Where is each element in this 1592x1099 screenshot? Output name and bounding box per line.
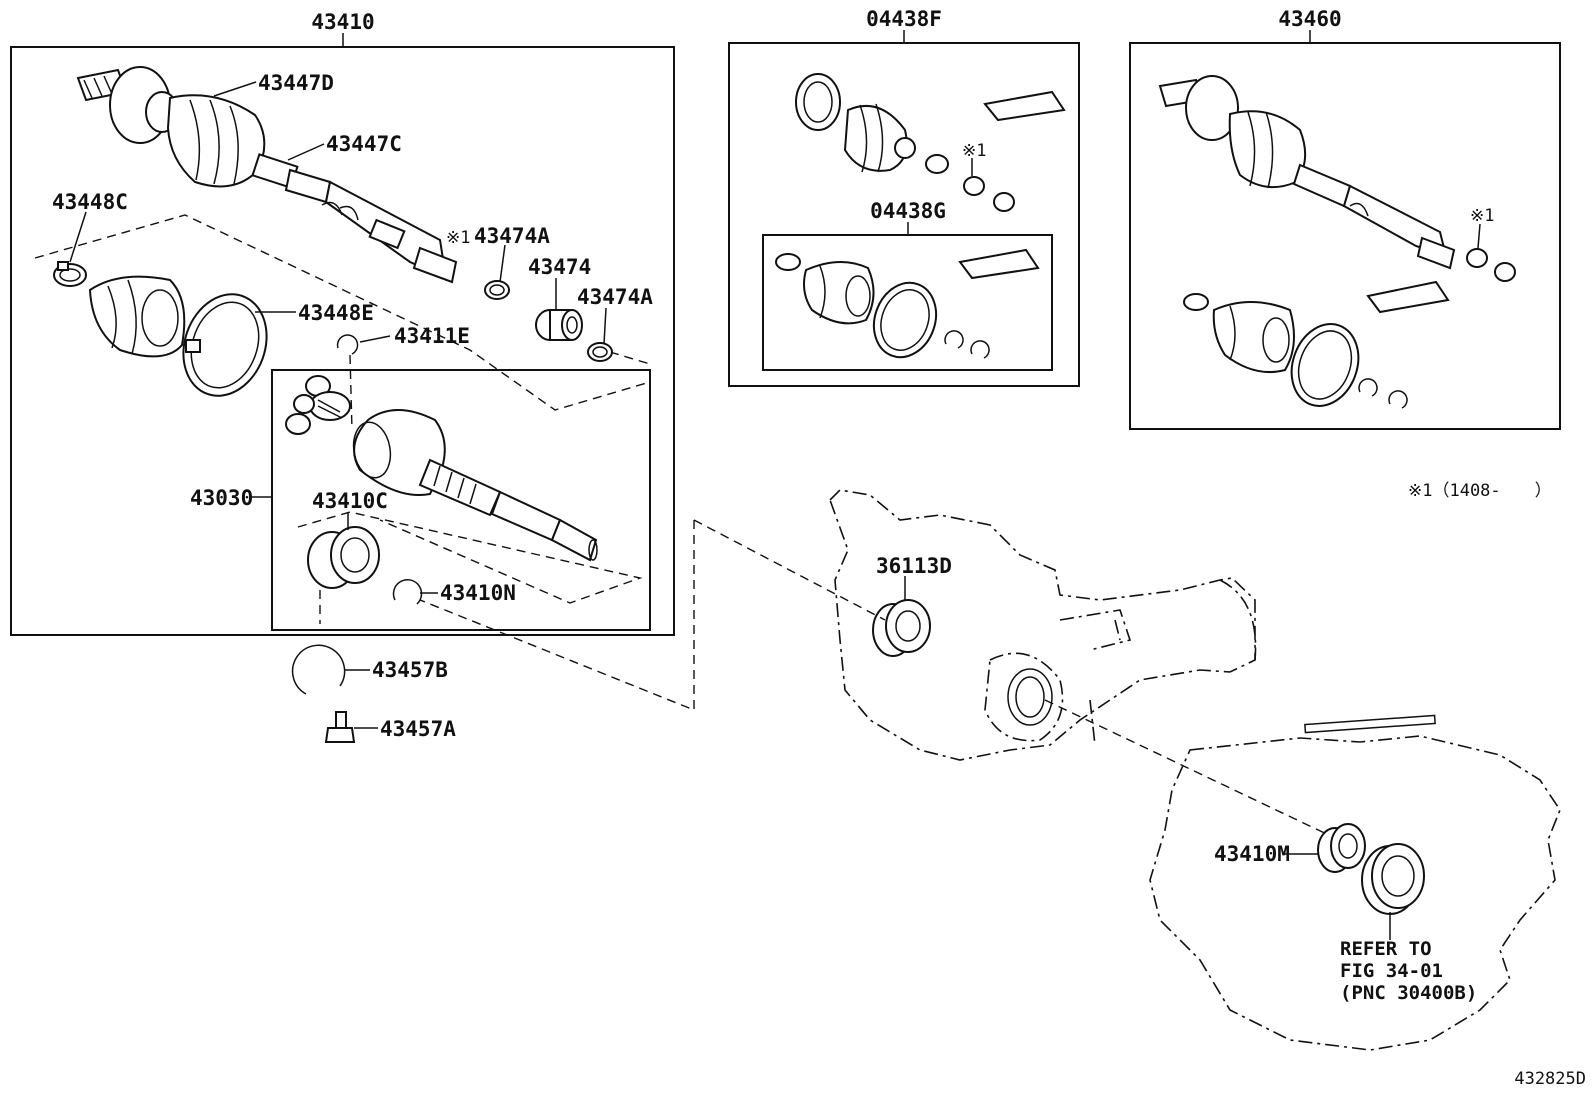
ring-43474A-lower <box>587 342 613 362</box>
guide-bearing-to-case <box>419 520 695 712</box>
inner-boot <box>88 275 186 358</box>
explode-guide-lower <box>297 511 643 604</box>
part-label-43448C[interactable]: 43448C <box>52 190 128 214</box>
clamp-43448C <box>53 261 87 287</box>
band-43448E <box>182 293 268 397</box>
kit-ring-mark1 <box>963 176 985 196</box>
diagram-id: 432825D <box>1514 1069 1586 1089</box>
refer-text-line3: (PNC 30400B) <box>1340 982 1477 1004</box>
part-label-36113D[interactable]: 36113D <box>876 554 952 578</box>
boot-kit-04438F-group: 04438F 04438G <box>728 7 1080 387</box>
guide-to-seal <box>693 519 886 621</box>
mark-1-kit: ※1 <box>962 141 986 161</box>
outer-axle-shaft <box>76 66 458 284</box>
damper-43474 <box>535 309 583 341</box>
mark-1-43460: ※1 <box>1470 206 1494 226</box>
part-label-43030[interactable]: 43030 <box>190 486 253 510</box>
explode-guide-upper <box>34 214 651 411</box>
inboard-joint-43030 <box>352 409 598 562</box>
part-label-43411E[interactable]: 43411E <box>394 324 470 348</box>
snap-ring-43410N <box>392 578 423 605</box>
part-label-04438G[interactable]: 04438G <box>870 199 946 223</box>
kit-outer-boot <box>843 105 908 172</box>
part-label-43447D[interactable]: 43447D <box>258 71 334 95</box>
part-label-43447C[interactable]: 43447C <box>326 132 402 156</box>
inner-spline-end <box>412 246 458 284</box>
case-seal-ring <box>1361 843 1425 915</box>
assy-43460-group: 43460 <box>1129 7 1561 430</box>
differential-case <box>829 489 1257 761</box>
kit-outer-band <box>795 73 841 131</box>
part-label-43474A-top[interactable]: 43474A <box>474 224 550 248</box>
bolt-43457A <box>324 711 356 743</box>
transmission-case <box>1149 714 1561 1051</box>
part-label-43457B[interactable]: 43457B <box>372 658 448 682</box>
footnote-mark-1: ※1（1408- ） <box>1408 481 1552 501</box>
snap-ring-43411E <box>336 334 359 355</box>
kit-grease-pack <box>983 90 1066 122</box>
bearing-43410M <box>1317 823 1366 873</box>
part-label-43448E[interactable]: 43448E <box>298 301 374 325</box>
guide-to-43410M <box>1044 699 1336 839</box>
part-label-43410C[interactable]: 43410C <box>312 489 388 513</box>
tripod-joint <box>285 375 351 435</box>
part-label-43410N[interactable]: 43410N <box>440 581 516 605</box>
kit-inner-band <box>872 281 938 359</box>
clip-43457B <box>291 644 346 695</box>
ring-43474A-upper <box>484 280 510 300</box>
assy-43410-group: 43410 <box>10 10 675 636</box>
part-label-43457A[interactable]: 43457A <box>380 717 456 741</box>
part-label-43410[interactable]: 43410 <box>311 10 374 34</box>
part-label-43410M[interactable]: 43410M <box>1214 842 1290 866</box>
inboard-joint-frame <box>271 369 651 631</box>
refer-text-line2: FIG 34-01 <box>1340 960 1443 982</box>
mark-1-43474A: ※1 <box>446 228 470 248</box>
seal-36113D <box>872 599 931 657</box>
part-label-43460[interactable]: 43460 <box>1278 7 1341 31</box>
bearing-43410C <box>307 526 380 589</box>
part-label-43474A-side[interactable]: 43474A <box>577 285 653 309</box>
part-label-43474[interactable]: 43474 <box>528 255 591 279</box>
assy-43460-frame <box>1129 42 1561 430</box>
part-label-04438F[interactable]: 04438F <box>866 7 942 31</box>
kit-inner-boot <box>803 260 875 325</box>
refer-text-line1: REFER TO <box>1340 938 1432 960</box>
